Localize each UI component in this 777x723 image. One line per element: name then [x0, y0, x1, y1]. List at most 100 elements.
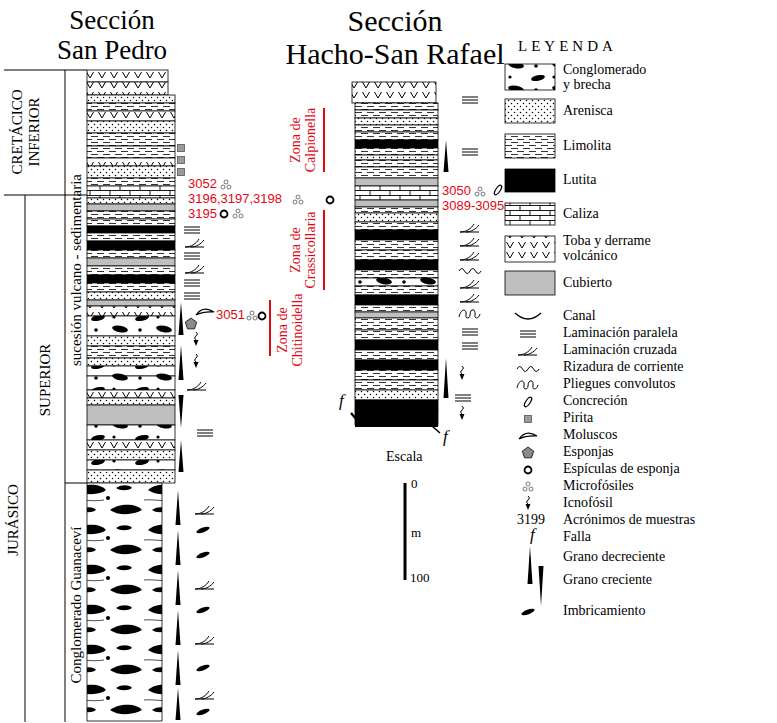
- legend-text: Cubierto: [563, 275, 612, 290]
- legend-text: Acrónimos de muestras: [563, 512, 695, 527]
- rock-layer: [87, 198, 175, 204]
- fining-triangle: [179, 440, 184, 472]
- rock-layer: [87, 283, 175, 292]
- legend-text: Limolita: [563, 138, 611, 153]
- imb-symbol: [196, 550, 211, 559]
- rock-layer: [355, 178, 438, 186]
- biozone-label: Zona de Chitinoidella: [275, 293, 306, 366]
- legend-text: Arenisca: [563, 103, 613, 118]
- cross-symbol: [195, 691, 214, 699]
- ripple-symbol: [517, 367, 539, 372]
- imb-symbol: [196, 663, 211, 672]
- text-line: Hacho-San Rafael: [285, 37, 504, 70]
- rock-layer: [87, 204, 175, 211]
- sponge-symbol: [185, 318, 196, 329]
- text-line: San Pedro: [57, 36, 167, 66]
- rock-layer: [87, 450, 175, 460]
- legend-sample: [519, 433, 537, 439]
- sponge-symbol: [522, 447, 533, 458]
- zone-bar: [323, 108, 325, 172]
- rock-layer: [87, 146, 175, 158]
- par-symbol: [197, 430, 213, 436]
- pyr-symbol: [178, 169, 185, 176]
- sample-number: 3089-3095: [442, 199, 504, 213]
- legend-sample: [522, 447, 533, 458]
- icno-symbol: [460, 366, 465, 380]
- par-symbol: [184, 293, 200, 299]
- rock-layer: [87, 70, 168, 82]
- text-line: Zona de: [288, 108, 303, 173]
- rock-layer: [87, 178, 175, 186]
- rock-layer: [87, 390, 175, 398]
- legend-sample: [515, 313, 541, 319]
- period-label: CRETÁCICO INFERIOR: [9, 89, 42, 174]
- zone-bar: [323, 210, 325, 290]
- spic-symbol: [525, 467, 532, 474]
- imb-symbol: [196, 525, 211, 534]
- rock-layer: [355, 213, 438, 222]
- text-line: Conglomerado: [563, 62, 646, 77]
- legend-sample: [505, 169, 555, 192]
- legend-text: Pirita: [563, 410, 593, 425]
- rock-layer: [87, 306, 175, 316]
- rock-layer: [87, 398, 175, 405]
- rock-layer: [87, 300, 175, 306]
- rock-layer: [87, 292, 175, 300]
- legend-sample: [520, 331, 536, 337]
- text-line: Sección: [57, 6, 167, 36]
- rock-layer: [87, 211, 175, 219]
- moll-symbol: [519, 433, 537, 439]
- par-symbol: [184, 253, 200, 259]
- legend-text: Lutita: [563, 172, 596, 187]
- fining-triangle: [179, 345, 184, 380]
- rock-layer: [87, 166, 175, 178]
- fining-triangle: [444, 140, 449, 172]
- text-line: y brecha: [563, 77, 646, 92]
- micro-symbol: [233, 209, 243, 218]
- fining-triangle: [444, 358, 449, 398]
- imb-symbol: [521, 607, 536, 616]
- rock-layer: [355, 110, 438, 118]
- legend-sample: [505, 271, 555, 295]
- cross-symbol: [185, 239, 204, 247]
- unit-label: Conglomerado Guanaceví: [68, 526, 85, 683]
- pyr-symbol: [525, 416, 532, 423]
- scale-label: m: [411, 526, 421, 540]
- rock-layer: [355, 305, 438, 312]
- legend-sample: [517, 367, 539, 372]
- legend-swatch: [505, 169, 555, 192]
- rock-layer: [87, 258, 175, 266]
- legend-sample: [539, 566, 544, 606]
- rock-layer: [87, 133, 175, 146]
- rock-layer: [87, 95, 175, 103]
- fining-triangle: [176, 650, 181, 685]
- rock-layer: [87, 346, 175, 358]
- cross-symbol: [187, 382, 206, 390]
- rock-layer: [355, 160, 438, 167]
- par-symbol: [462, 97, 478, 103]
- rock-layer: [355, 200, 438, 207]
- cross-symbol: [195, 636, 214, 644]
- legend-text: Pliegues convolutos: [563, 376, 675, 391]
- rock-layer: [355, 148, 438, 155]
- legend-pattern: [505, 64, 555, 90]
- rock-layer: [355, 103, 438, 110]
- scale-label: Escala: [386, 449, 423, 464]
- rock-layer: [87, 336, 175, 346]
- legend-sample: [505, 64, 555, 90]
- rock-layer: [87, 233, 175, 241]
- rock-layer: [355, 186, 438, 200]
- legend-sample: [505, 236, 555, 262]
- text-line: Crassicollaria: [303, 212, 318, 289]
- legend-text: Moluscos: [563, 427, 617, 442]
- frame-line: [25, 195, 26, 722]
- micro-symbol: [523, 482, 533, 491]
- zone-bar: [269, 300, 271, 356]
- imb-symbol: [196, 707, 211, 716]
- frame-line: [65, 70, 66, 722]
- fining-triangle: [528, 546, 533, 584]
- fault-line: [355, 425, 438, 427]
- fault-line: [351, 413, 362, 426]
- rock-layer: [355, 318, 438, 330]
- rock-layer: [355, 240, 438, 250]
